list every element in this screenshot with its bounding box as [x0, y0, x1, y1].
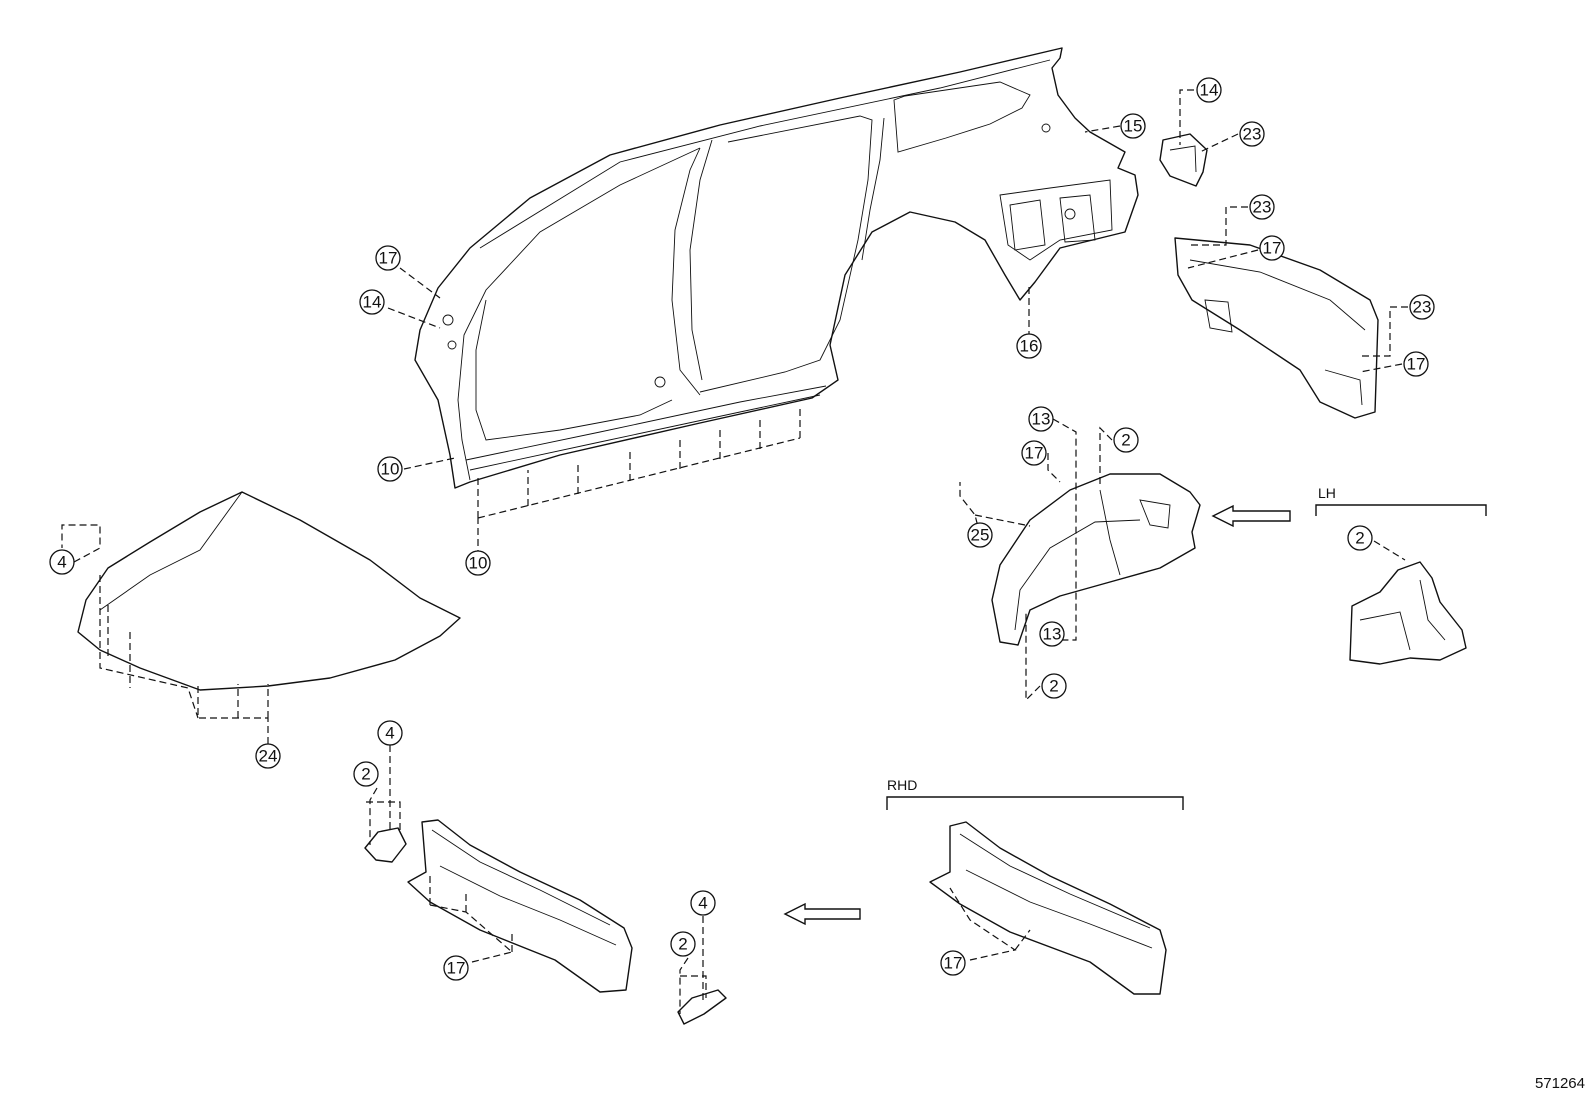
svg-text:17: 17 [1025, 444, 1044, 463]
callout-24-hood: 24 [255, 743, 281, 769]
apron-lh-variant [1349, 561, 1467, 665]
callout-2-lh: 2 [1347, 525, 1373, 551]
back-panel [1174, 237, 1379, 419]
callout-23-back-panel-right: 23 [1409, 294, 1435, 320]
front-apron [991, 473, 1201, 646]
svg-text:17: 17 [447, 959, 466, 978]
svg-text:10: 10 [381, 460, 400, 479]
callout-23-bracket: 23 [1239, 121, 1265, 147]
svg-text:17: 17 [1407, 355, 1426, 374]
lh-label: LH [1318, 485, 1336, 501]
callout-17-cowl: 17 [443, 955, 469, 981]
svg-text:4: 4 [698, 894, 707, 913]
cowl-bracket-left [364, 827, 407, 863]
callout-13-apron-bottom: 13 [1039, 621, 1065, 647]
svg-text:2: 2 [1121, 431, 1130, 450]
callout-10-rocker-lower: 10 [465, 550, 491, 576]
lh-direction-arrow [1211, 504, 1291, 528]
svg-text:2: 2 [678, 935, 687, 954]
svg-text:23: 23 [1243, 125, 1262, 144]
callout-15-quarter: 15 [1120, 113, 1146, 139]
callout-10-rocker: 10 [377, 456, 403, 482]
svg-text:2: 2 [1049, 677, 1058, 696]
cowl-bracket-center [677, 989, 727, 1025]
svg-text:17: 17 [944, 954, 963, 973]
callout-25-apron: 25 [967, 522, 993, 548]
callout-4-bracket-left: 4 [377, 720, 403, 746]
rhd-bracket-line [886, 796, 1184, 810]
callout-17-back-panel-right: 17 [1403, 351, 1429, 377]
cowl-panel-rhd [929, 821, 1167, 995]
svg-text:24: 24 [259, 747, 278, 766]
leader-lines [61, 89, 1408, 1014]
svg-text:14: 14 [363, 293, 382, 312]
svg-text:17: 17 [1263, 239, 1282, 258]
rhd-direction-arrow [783, 902, 861, 926]
callout-17-cowl-rhd: 17 [940, 950, 966, 976]
callout-13-apron-top: 13 [1028, 406, 1054, 432]
rhd-label: RHD [887, 777, 917, 793]
callout-14-bracket: 14 [1196, 77, 1222, 103]
quarter-bracket [1159, 133, 1208, 187]
callout-23-back-panel-top: 23 [1249, 194, 1275, 220]
svg-text:13: 13 [1043, 625, 1062, 644]
callout-4-bracket-center: 4 [690, 890, 716, 916]
svg-text:10: 10 [469, 554, 488, 573]
callout-16-wheelhouse: 16 [1016, 333, 1042, 359]
hood-panel [77, 491, 461, 691]
svg-text:25: 25 [971, 526, 990, 545]
callout-2-apron-bottom: 2 [1041, 673, 1067, 699]
svg-text:4: 4 [57, 553, 66, 572]
side-outer-panel [414, 47, 1139, 489]
svg-text:15: 15 [1124, 117, 1143, 136]
callout-17-apron: 17 [1021, 440, 1047, 466]
callout-2-bracket-center: 2 [670, 931, 696, 957]
lh-bracket-line [1315, 504, 1487, 516]
svg-text:23: 23 [1413, 298, 1432, 317]
callout-14-a-pillar: 14 [359, 289, 385, 315]
callout-17-back-panel: 17 [1259, 235, 1285, 261]
diagram-id: 571264 [1535, 1075, 1585, 1092]
svg-text:2: 2 [361, 765, 370, 784]
callout-2-bracket-left: 2 [353, 761, 379, 787]
callout-2-apron-top: 2 [1113, 427, 1139, 453]
svg-text:17: 17 [379, 249, 398, 268]
svg-text:16: 16 [1020, 337, 1039, 356]
callout-4-hood: 4 [49, 549, 75, 575]
svg-text:23: 23 [1253, 198, 1272, 217]
svg-text:4: 4 [385, 724, 394, 743]
callout-17-a-pillar: 17 [375, 245, 401, 271]
svg-text:2: 2 [1355, 529, 1364, 548]
cowl-panel [407, 819, 633, 993]
svg-text:14: 14 [1200, 81, 1219, 100]
svg-text:13: 13 [1032, 410, 1051, 429]
